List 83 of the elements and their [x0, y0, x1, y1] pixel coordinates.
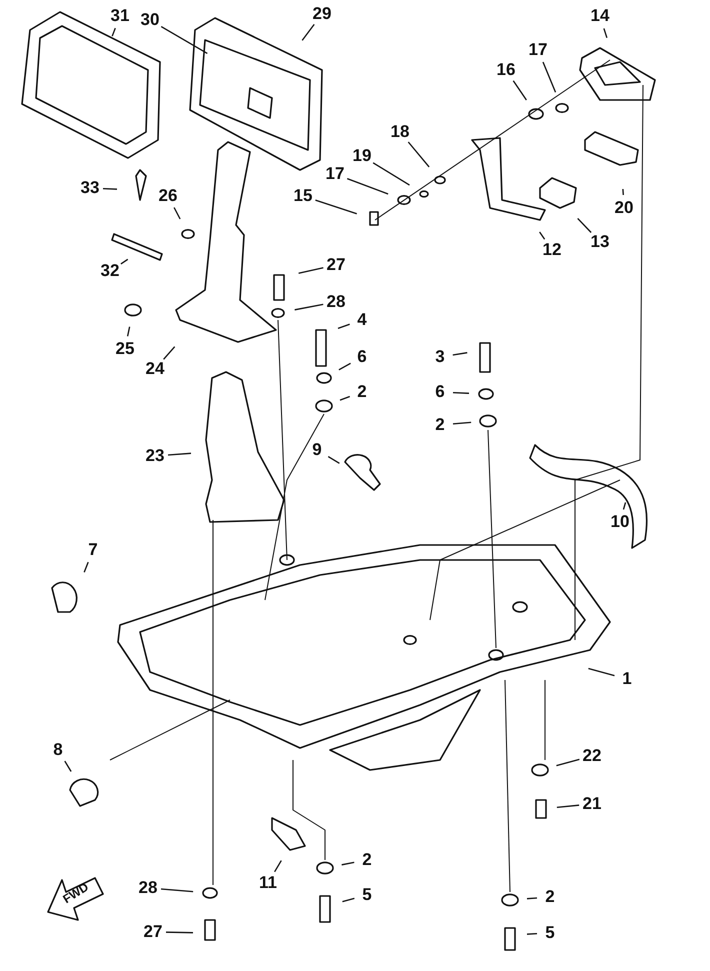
- leader-line: [603, 28, 608, 38]
- leader-line: [298, 267, 324, 274]
- leader-line: [84, 562, 89, 572]
- callout-number: 23: [146, 447, 164, 465]
- leader-line: [542, 62, 556, 93]
- callout-number: 6: [435, 383, 445, 401]
- callout-number: 14: [590, 7, 610, 25]
- leader-line: [340, 396, 350, 401]
- leader-line: [64, 760, 72, 772]
- callout-number: 28: [326, 293, 346, 311]
- leader-line: [166, 932, 194, 934]
- callout-number: 20: [614, 199, 634, 217]
- leader-line: [342, 862, 354, 866]
- leader-line: [588, 668, 615, 676]
- leader-line: [338, 362, 351, 370]
- leader-line: [577, 218, 592, 233]
- callout-number: 13: [590, 233, 610, 251]
- callout-number: 2: [362, 851, 372, 869]
- callout-number: 2: [545, 888, 555, 906]
- leader-line: [174, 207, 181, 220]
- leader-line: [622, 188, 624, 196]
- callout-number: 18: [390, 123, 410, 141]
- leader-line: [342, 898, 355, 902]
- callout-number: 28: [138, 879, 158, 897]
- callout-number: 25: [116, 340, 134, 358]
- callout-number: 17: [326, 165, 344, 183]
- leader-line: [408, 142, 430, 168]
- leader-line: [160, 26, 208, 54]
- callout-number: 33: [80, 179, 100, 197]
- leader-line: [163, 346, 176, 360]
- leader-line: [102, 188, 118, 190]
- leader-line: [302, 24, 315, 41]
- callout-number: 24: [146, 360, 164, 378]
- callout-number: 22: [582, 747, 602, 765]
- callout-number: 1: [622, 670, 632, 688]
- callout-number: 12: [542, 241, 562, 259]
- leader-line: [346, 178, 388, 195]
- leader-line: [315, 199, 357, 214]
- callout-number: 2: [435, 416, 445, 434]
- callout-number: 2: [357, 383, 367, 401]
- leader-line: [512, 80, 527, 100]
- leader-line: [452, 392, 470, 394]
- callout-number: 16: [496, 61, 516, 79]
- callout-number: 27: [144, 923, 162, 941]
- leader-line: [338, 324, 350, 330]
- direction-label: FWD: [60, 880, 91, 906]
- callout-number: 19: [352, 147, 372, 165]
- leader-line: [120, 258, 128, 264]
- callout-number: 5: [362, 886, 372, 904]
- leader-line: [556, 758, 580, 766]
- leader-line: [526, 897, 538, 900]
- leader-line: [160, 888, 194, 892]
- callout-number: 26: [158, 187, 178, 205]
- callout-number: 15: [294, 187, 312, 205]
- leader-line: [168, 452, 192, 456]
- leader-line: [556, 804, 580, 808]
- leader-line: [372, 162, 410, 186]
- leader-line: [328, 456, 340, 464]
- leader-line: [112, 28, 116, 36]
- callout-number: 7: [88, 541, 98, 559]
- callout-number: 17: [528, 41, 548, 59]
- callout-number: 3: [435, 348, 445, 366]
- leader-line: [622, 502, 626, 510]
- callout-number: 21: [582, 795, 602, 813]
- callout-number: 29: [312, 5, 332, 23]
- callout-number: 5: [545, 924, 555, 942]
- leader-line: [526, 932, 538, 935]
- callout-number: 6: [357, 348, 367, 366]
- leader-line: [274, 860, 282, 872]
- leader-line: [539, 232, 546, 240]
- callout-number: 31: [110, 7, 130, 25]
- callout-number: 10: [610, 513, 630, 531]
- leader-line: [294, 304, 324, 310]
- leader-line: [452, 422, 472, 425]
- callout-number: 4: [357, 311, 367, 329]
- callout-number: 11: [259, 874, 277, 892]
- leader-line: [126, 326, 130, 336]
- callout-number: 32: [100, 262, 120, 280]
- callout-number: 30: [140, 11, 160, 29]
- leader-line: [452, 352, 468, 356]
- callout-number: 27: [326, 256, 346, 274]
- callout-number: 9: [312, 441, 322, 459]
- callout-number: 8: [53, 741, 63, 759]
